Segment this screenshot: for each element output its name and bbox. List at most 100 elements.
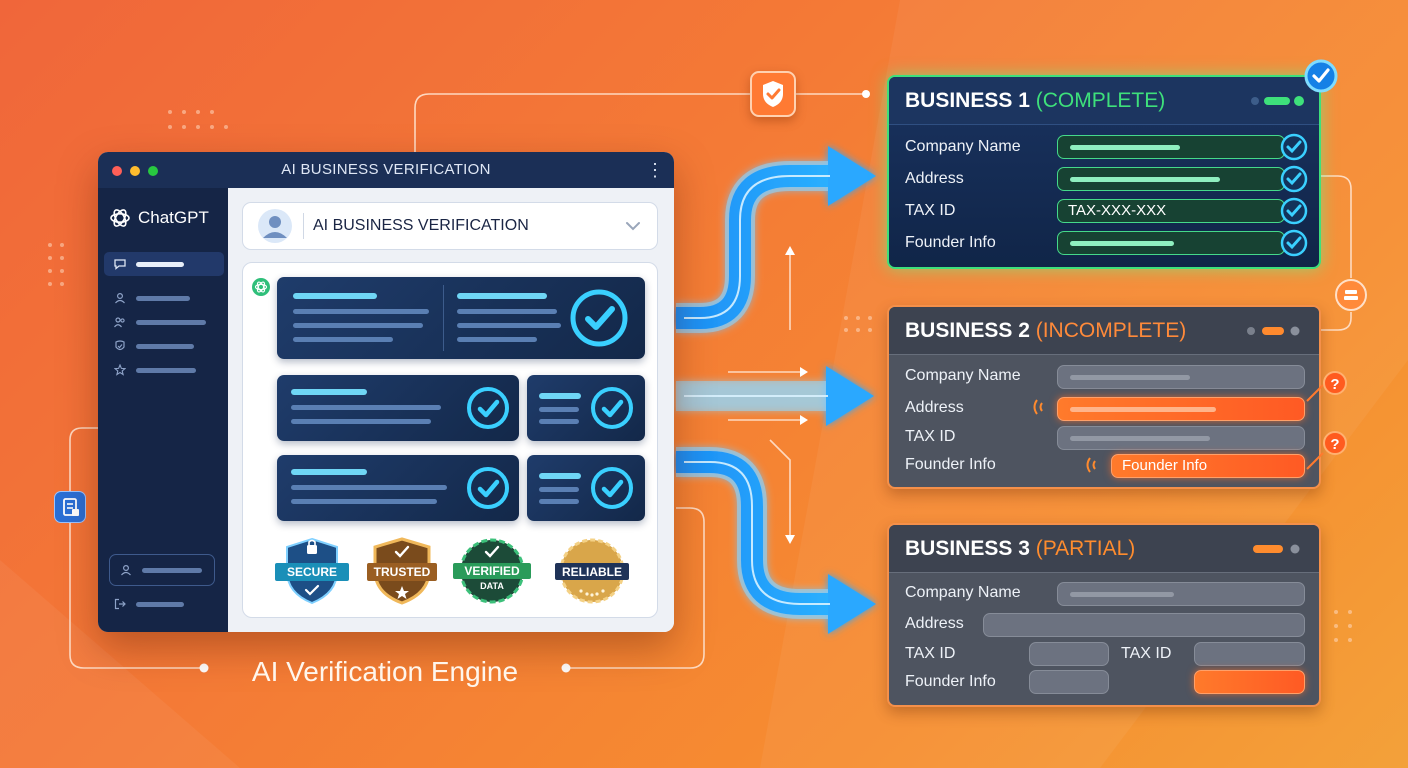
sidebar-item-verification[interactable]: [104, 334, 224, 358]
nav-label-placeholder: [142, 567, 202, 573]
selector-divider: [303, 213, 304, 239]
close-window-dot[interactable]: [112, 166, 122, 176]
connector-tick: [1306, 452, 1324, 470]
card-line: [539, 473, 581, 479]
company-name-field[interactable]: [1057, 365, 1305, 389]
verification-card-primary[interactable]: [277, 277, 645, 359]
business-2-header: BUSINESS 2 (INCOMPLETE): [889, 307, 1319, 355]
check-circle-icon: [591, 467, 633, 509]
shield-check-node: [750, 71, 796, 117]
business-3-name: BUSINESS 3: [905, 537, 1030, 560]
brand[interactable]: ChatGPT: [108, 204, 223, 232]
chat-icon: [114, 259, 126, 270]
question-icon[interactable]: ?: [1323, 431, 1347, 455]
field-label-founder-info: Founder Info: [905, 456, 996, 473]
star-icon: [114, 364, 126, 376]
address-field[interactable]: [1057, 397, 1305, 421]
check-icon: [1280, 197, 1308, 225]
verification-card[interactable]: [527, 455, 645, 521]
card-line: [457, 309, 557, 314]
window-titlebar: AI BUSINESS VERIFICATION ⋮: [98, 152, 674, 188]
business-1-panel[interactable]: BUSINESS 1 (COMPLETE) Company Name Addre…: [887, 75, 1321, 269]
verification-card[interactable]: [277, 375, 519, 441]
document-node: [54, 491, 86, 523]
layers-icon: [1344, 290, 1358, 300]
sidebar-item-favorites[interactable]: [104, 358, 224, 382]
app-window: AI BUSINESS VERIFICATION ⋮ ChatGPT: [98, 152, 674, 632]
engine-label: AI Verification Engine: [251, 656, 519, 687]
verification-selector[interactable]: AI BUSINESS VERIFICATION: [242, 202, 658, 250]
more-options-icon[interactable]: ⋮: [646, 160, 664, 180]
founder-info-field[interactable]: Founder Info: [1111, 454, 1305, 478]
badge-sublabel: DATA: [480, 581, 504, 591]
sidebar-item-profile[interactable]: [104, 286, 224, 310]
shield-check-icon: [763, 81, 783, 107]
field-label-company-name: Company Name: [905, 138, 1021, 155]
business-1-status: (COMPLETE): [1035, 89, 1166, 112]
reliable-badge: RELIABLE: [551, 537, 633, 605]
card-line: [457, 293, 547, 299]
company-name-field[interactable]: [1057, 135, 1285, 159]
connector-node: [1335, 279, 1367, 311]
address-field[interactable]: [983, 613, 1305, 637]
logout-icon: [114, 598, 126, 610]
tax-id-field[interactable]: [1057, 426, 1305, 450]
account-button[interactable]: [109, 554, 215, 586]
maximize-window-dot[interactable]: [148, 166, 158, 176]
tax-id-field[interactable]: TAX-XXX-XXX: [1057, 199, 1285, 223]
card-line: [457, 323, 561, 328]
openai-logo-icon: [110, 209, 130, 227]
tax-id-secondary-field[interactable]: [1194, 642, 1305, 666]
chevron-down-icon[interactable]: [625, 221, 641, 231]
warning-signal-icon: [1086, 457, 1096, 473]
founder-info-field[interactable]: [1029, 670, 1109, 694]
account-icon: [121, 564, 131, 576]
founder-info-flag[interactable]: [1194, 670, 1305, 694]
dot-grid-decoration: [48, 110, 1352, 642]
badge-label: SECURE: [286, 565, 337, 579]
card-line: [293, 293, 377, 299]
tax-id-field[interactable]: [1029, 642, 1109, 666]
status-indicator: [1251, 96, 1304, 106]
field-label-tax-id: TAX ID: [905, 202, 956, 219]
business-3-panel[interactable]: BUSINESS 3 (PARTIAL) Company Name Addres…: [887, 523, 1321, 707]
card-line: [539, 487, 579, 492]
user-icon: [115, 292, 125, 304]
seal-badge-icon: [555, 538, 629, 604]
logout-button[interactable]: [104, 592, 224, 616]
connector-tick: [1306, 384, 1324, 402]
card-line: [293, 337, 393, 342]
check-circle-icon: [591, 387, 633, 429]
nav-label-placeholder: [136, 601, 184, 607]
minimize-window-dot[interactable]: [130, 166, 140, 176]
card-line: [291, 389, 367, 395]
business-3-status: (PARTIAL): [1035, 537, 1136, 560]
business-2-name: BUSINESS 2: [905, 319, 1030, 342]
shield-badge-icon: [275, 537, 349, 605]
business-1-header: BUSINESS 1 (COMPLETE): [889, 77, 1319, 125]
trusted-badge: TRUSTED: [361, 537, 443, 605]
warning-signal-icon: [1033, 399, 1043, 415]
field-label-tax-id: TAX ID: [905, 645, 956, 662]
check-icon: [1280, 229, 1308, 257]
question-icon[interactable]: ?: [1323, 371, 1347, 395]
founder-info-field[interactable]: [1057, 231, 1285, 255]
card-line: [539, 499, 579, 504]
company-name-field[interactable]: [1057, 582, 1305, 606]
nav-label-placeholder: [136, 367, 196, 373]
field-fill: [1070, 375, 1190, 380]
address-field[interactable]: [1057, 167, 1285, 191]
document-icon: [63, 498, 79, 516]
check-icon: [1280, 165, 1308, 193]
field-fill: [1070, 436, 1210, 441]
business-2-panel[interactable]: BUSINESS 2 (INCOMPLETE) Company Name Add…: [887, 305, 1321, 489]
sidebar-item-chat[interactable]: [104, 252, 224, 276]
field-label-address: Address: [905, 399, 964, 416]
sidebar-item-team[interactable]: [104, 310, 224, 334]
card-line: [291, 485, 447, 490]
verification-card[interactable]: [527, 375, 645, 441]
check-circle-icon: [570, 289, 628, 347]
verification-card[interactable]: [277, 455, 519, 521]
card-line: [539, 419, 579, 424]
secure-badge: SECURE: [271, 537, 353, 605]
